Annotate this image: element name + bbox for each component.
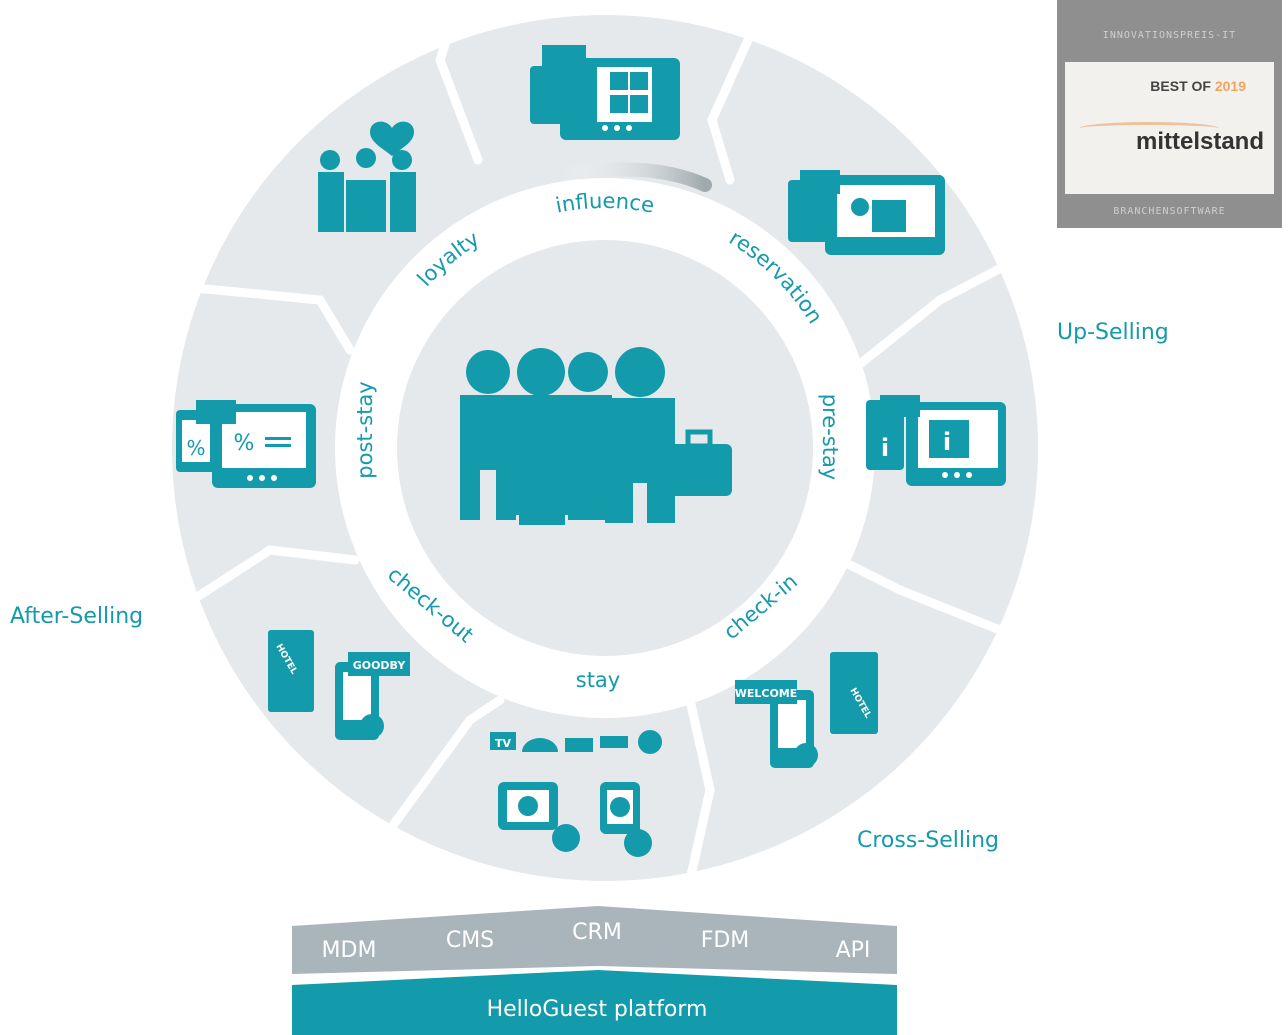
guests-group-icon [460,347,732,525]
platform-module-crm: CRM [572,920,622,945]
stage-label-post-stay: post-stay [353,381,377,478]
badge-bottom-text: BRANCHENSOFTWARE [1113,206,1226,217]
stage-label-pre-stay: pre-stay [818,394,842,480]
badge-best-of: BEST OF 2019 [1150,78,1246,94]
svg-text:GOODBY: GOODBY [353,659,407,672]
cross-selling-label: Cross-Selling [857,828,999,853]
svg-text:i: i [943,428,951,456]
info-icon: i i [866,395,1006,486]
badge-swoosh [1079,122,1219,135]
reservation-icon [788,170,945,255]
svg-text:%: % [234,431,255,456]
award-badge: INNOVATIONSPREIS-IT BEST OF 2019 mittels… [1057,0,1282,228]
platform-base-band [292,970,897,1035]
platform-module-api: API [836,938,871,963]
platform-name: HelloGuest platform [487,997,708,1022]
loyalty-icon [318,121,416,232]
stay-services-icon: TV [490,730,662,857]
svg-text:i: i [881,434,889,462]
svg-text:%: % [186,436,205,460]
after-selling-label: After-Selling [10,604,144,629]
social-media-icon [530,45,680,140]
platform-module-fdm: FDM [701,928,750,953]
segment-separators [175,15,1025,885]
up-selling-label: Up-Selling [1057,320,1169,345]
influence-arc [553,162,712,192]
badge-name: mittelstand [1135,128,1264,155]
stage-label-influence: influence [554,189,657,218]
platform-module-cms: CMS [446,928,494,953]
badge-inner: BEST OF 2019 mittelstand [1065,62,1274,194]
welcome-checkin-icon: WELCOME HOTEL [735,652,878,768]
goodbye-checkout-icon: GOODBY HOTEL [268,630,410,740]
platform-module-mdm: MDM [322,938,377,963]
stage-label-stay: stay [576,668,620,692]
discount-icon: % % [176,400,316,488]
svg-text:TV: TV [495,737,512,750]
badge-top-text: INNOVATIONSPREIS-IT [1102,30,1237,41]
svg-text:WELCOME: WELCOME [735,687,798,700]
platform-modules-band [292,906,897,974]
